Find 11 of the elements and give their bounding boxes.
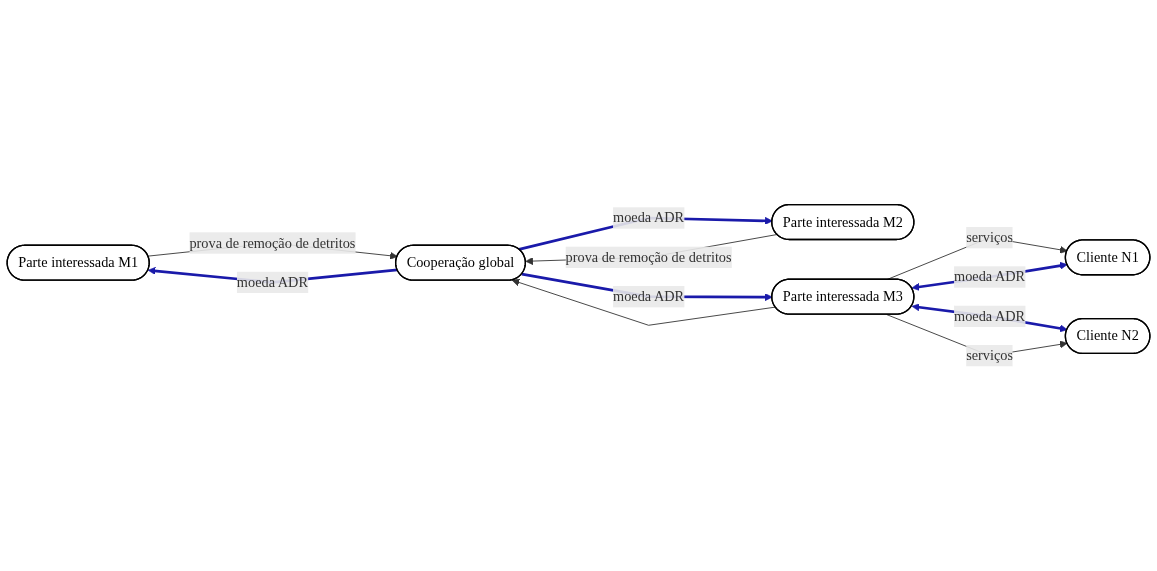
edge-label: moeda ADR — [613, 209, 685, 226]
arrow — [911, 303, 1068, 333]
edge-label: moeda ADR — [954, 268, 1026, 285]
edge-label: moeda ADR — [954, 308, 1026, 324]
edge-label: prova de remoção de detritos — [565, 249, 732, 265]
arrow — [911, 261, 1068, 291]
edge-label: moeda ADR — [236, 274, 308, 290]
edge-label: serviços — [966, 229, 1014, 245]
edge-label: moeda ADR — [613, 288, 685, 304]
edge-label: serviços — [966, 347, 1014, 363]
edge-label: prova de remoção de detritos — [189, 235, 356, 251]
